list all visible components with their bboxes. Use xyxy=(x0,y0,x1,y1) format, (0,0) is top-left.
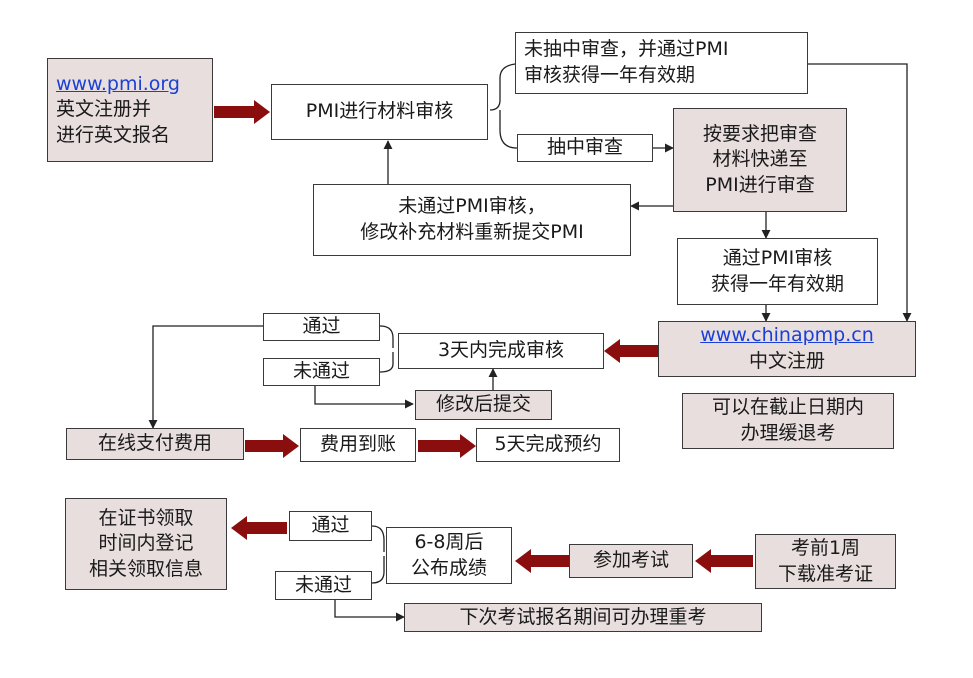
deferral-line-1: 可以在截止日期内 xyxy=(711,396,864,419)
failed-2-label: 未通过 xyxy=(294,573,352,596)
payment-received-label: 费用到账 xyxy=(319,433,396,456)
deferral-line-2: 办理缓退考 xyxy=(740,422,836,444)
passed-1-box: 通过 xyxy=(263,313,380,341)
review-3days-box: 3天内完成审核 xyxy=(398,333,604,369)
register-box: www.pmi.org 英文注册并 进行英文报名 xyxy=(47,58,213,162)
red-arrow-ticket-to-exam xyxy=(695,549,753,573)
arrow-not-audited-to-cn xyxy=(808,63,912,322)
retake-label: 下次考试报名期间可办理重考 xyxy=(459,605,707,628)
review-3days-label: 3天内完成审核 xyxy=(437,339,565,362)
passed-1-label: 通过 xyxy=(302,315,341,338)
red-arrow-cn-to-review xyxy=(604,339,658,363)
not-audited-box: 未抽中审查，并通过PMI 审核获得一年有效期 xyxy=(515,32,808,94)
register-line-2: 进行英文报名 xyxy=(56,123,171,146)
red-arrow-received xyxy=(418,434,476,458)
audited-label: 抽中审查 xyxy=(546,136,623,159)
passed-2-box: 通过 xyxy=(289,511,372,541)
failed-1-label: 未通过 xyxy=(292,360,350,383)
pmi-passed-box: 通过PMI审核 获得一年有效期 xyxy=(677,238,878,305)
payment-received-box: 费用到账 xyxy=(300,428,416,462)
deferral-box: 可以在截止日期内 办理缓退考 xyxy=(682,393,894,449)
brace-lower xyxy=(499,110,518,149)
pay-online-label: 在线支付费用 xyxy=(97,432,212,455)
red-arrow-to-certificate xyxy=(231,516,287,540)
retake-box: 下次考试报名期间可办理重考 xyxy=(404,603,762,632)
pmi-link[interactable]: www.pmi.org xyxy=(56,72,180,95)
certificate-box: 在证书领取 时间内登记 相关领取信息 xyxy=(65,498,227,590)
cn-register-label: 中文注册 xyxy=(748,350,825,372)
pay-online-box: 在线支付费用 xyxy=(66,428,244,460)
pmi-failed-line-2: 修改补充材料重新提交PMI xyxy=(360,221,584,243)
failed-2-box: 未通过 xyxy=(275,571,372,600)
send-materials-line-3: PMI进行审查 xyxy=(705,173,815,196)
brace-c xyxy=(371,525,385,552)
revise-submit-label: 修改后提交 xyxy=(435,393,531,416)
certificate-line-1: 在证书领取 xyxy=(98,506,194,529)
not-audited-line-2: 审核获得一年有效期 xyxy=(524,64,696,86)
register-line-1: 英文注册并 xyxy=(56,98,152,121)
not-audited-line-1: 未抽中审查，并通过PMI xyxy=(524,38,729,61)
brace-b xyxy=(379,352,394,373)
results-line-2: 公布成绩 xyxy=(410,556,487,579)
results-box: 6-8周后 公布成绩 xyxy=(386,527,512,584)
take-exam-label: 参加考试 xyxy=(592,549,669,572)
take-exam-box: 参加考试 xyxy=(569,544,693,578)
red-arrow-register xyxy=(214,100,270,124)
send-materials-box: 按要求把审查 材料快递至 PMI进行审查 xyxy=(673,108,847,212)
arrow-failed2-to-retake xyxy=(334,600,405,622)
chinapmp-link[interactable]: www.chinapmp.cn xyxy=(700,324,874,347)
pmi-review-label: PMI进行材料审核 xyxy=(305,100,454,123)
brace-a xyxy=(379,325,394,348)
audited-box: 抽中审查 xyxy=(517,134,653,162)
arrow-failed-to-revise xyxy=(314,386,414,409)
booking-5days-box: 5天完成预约 xyxy=(476,428,620,462)
certificate-line-3: 相关领取信息 xyxy=(88,557,203,580)
failed-1-box: 未通过 xyxy=(263,358,380,386)
pmi-failed-box: 未通过PMI审核， 修改补充材料重新提交PMI xyxy=(313,184,631,256)
pmi-review-box: PMI进行材料审核 xyxy=(271,84,488,140)
download-ticket-box: 考前1周 下载准考证 xyxy=(755,534,896,589)
pmi-passed-line-2: 获得一年有效期 xyxy=(710,272,844,295)
results-line-1: 6-8周后 xyxy=(414,530,484,553)
cn-register-box: www.chinapmp.cn 中文注册 xyxy=(658,321,916,377)
brace-d xyxy=(371,556,385,584)
revise-submit-box: 修改后提交 xyxy=(415,390,552,420)
send-materials-line-2: 材料快递至 xyxy=(712,148,808,171)
arrow-passed-to-pay xyxy=(148,325,263,429)
pmi-passed-line-1: 通过PMI审核 xyxy=(722,246,833,269)
red-arrow-exam-to-results xyxy=(515,549,569,573)
passed-2-label: 通过 xyxy=(311,514,350,537)
download-ticket-line-1: 考前1周 xyxy=(790,536,861,559)
brace-upper xyxy=(489,63,516,111)
download-ticket-line-2: 下载准考证 xyxy=(777,562,873,585)
certificate-line-2: 时间内登记 xyxy=(98,532,194,555)
red-arrow-pay xyxy=(245,434,299,458)
pmi-failed-line-1: 未通过PMI审核， xyxy=(398,195,546,218)
send-materials-line-1: 按要求把审查 xyxy=(702,122,817,145)
booking-5days-label: 5天完成预约 xyxy=(494,433,602,456)
